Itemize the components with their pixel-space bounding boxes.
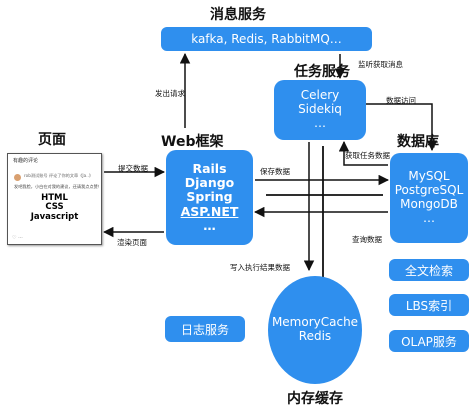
web-item-django: Django [184,174,235,190]
save-data-label: 保存数据 [260,167,290,176]
task-service-title: 任务服务 [294,64,350,80]
page-mockup: 有趣的评论 rob测试账号 评论了你的文章《Ja..》 发吧我脸，小白在对我的建… [7,153,102,245]
web-item-spring: Spring [186,189,233,205]
data-access-label: 数据访问 [386,96,416,105]
page-mockup-comment-line2: 发吧我脸，小白在对我的建议，还请我点点赞！ [14,184,102,189]
page-title: 页面 [38,132,66,148]
fetch-task-data-arrow [338,140,388,166]
task-item-celery: Celery [300,88,340,103]
web-framework-title: Web框架 [161,134,224,150]
avatar [14,174,21,181]
monitor-message-label: 监听获取消息 [358,60,403,69]
log-service-text: 日志服务 [180,322,229,337]
data-access-arrow [366,103,438,152]
tech-javascript: Javascript [30,211,79,222]
memory-cache-title: 内存缓存 [287,391,343,407]
tech-html: HTML [41,193,68,203]
web-framework-box: Rails Django Spring ASP.NET … [166,150,253,245]
cache-item-redis: Redis [298,329,332,343]
page-mockup-footer: ♡ ⋯ [12,235,24,241]
db-item-mysql: MySQL [408,169,450,184]
fulltext-search-box: 全文检索 [389,259,469,281]
db-item-ellipsis: … [423,210,435,225]
database-box: MySQL PostgreSQL MongoDB … [390,153,468,243]
message-queue-text: kafka, Redis, RabbitMQ… [191,32,342,46]
query-data-label: 查询数据 [352,235,382,244]
page-mockup-comment-line1: rob测试账号 评论了你的文章《Ja..》 [24,173,94,178]
submit-data-label: 提交数据 [118,164,148,173]
db-item-mongodb: MongoDB [400,197,458,211]
page-mockup-header: 有趣的评论 [13,158,39,164]
web-item-rails: Rails [192,160,227,176]
write-result-label: 写入执行结果数据 [230,263,290,272]
olap-service-text: OLAP服务 [401,334,457,349]
fetch-task-data-label: 获取任务数据 [345,151,390,160]
message-queue-box: kafka, Redis, RabbitMQ… [161,27,372,51]
database-title: 数据库 [397,134,439,150]
send-request-label: 发出请求 [155,89,185,98]
olap-service-box: OLAP服务 [389,330,469,352]
lbs-index-box: LBS索引 [389,294,469,316]
lbs-index-text: LBS索引 [405,298,453,313]
web-item-ellipsis: … [203,218,216,234]
memory-cache-circle: MemoryCache Redis [268,276,362,384]
task-service-box: Celery Sidekiq … [274,80,366,140]
fulltext-search-text: 全文检索 [404,263,453,278]
log-service-box: 日志服务 [165,316,245,342]
db-item-postgresql: PostgreSQL [394,183,464,198]
web-item-aspnet: ASP.NET [180,203,239,219]
tech-css: CSS [45,202,64,213]
page-tech-stack: HTML CSS Javascript [8,193,101,222]
task-item-ellipsis: … [314,115,326,130]
render-page-label: 渲染页面 [117,238,147,247]
cache-item-memorycache: MemoryCache [271,315,359,330]
message-service-title: 消息服务 [210,7,266,23]
task-item-sidekiq: Sidekiq [298,102,342,117]
